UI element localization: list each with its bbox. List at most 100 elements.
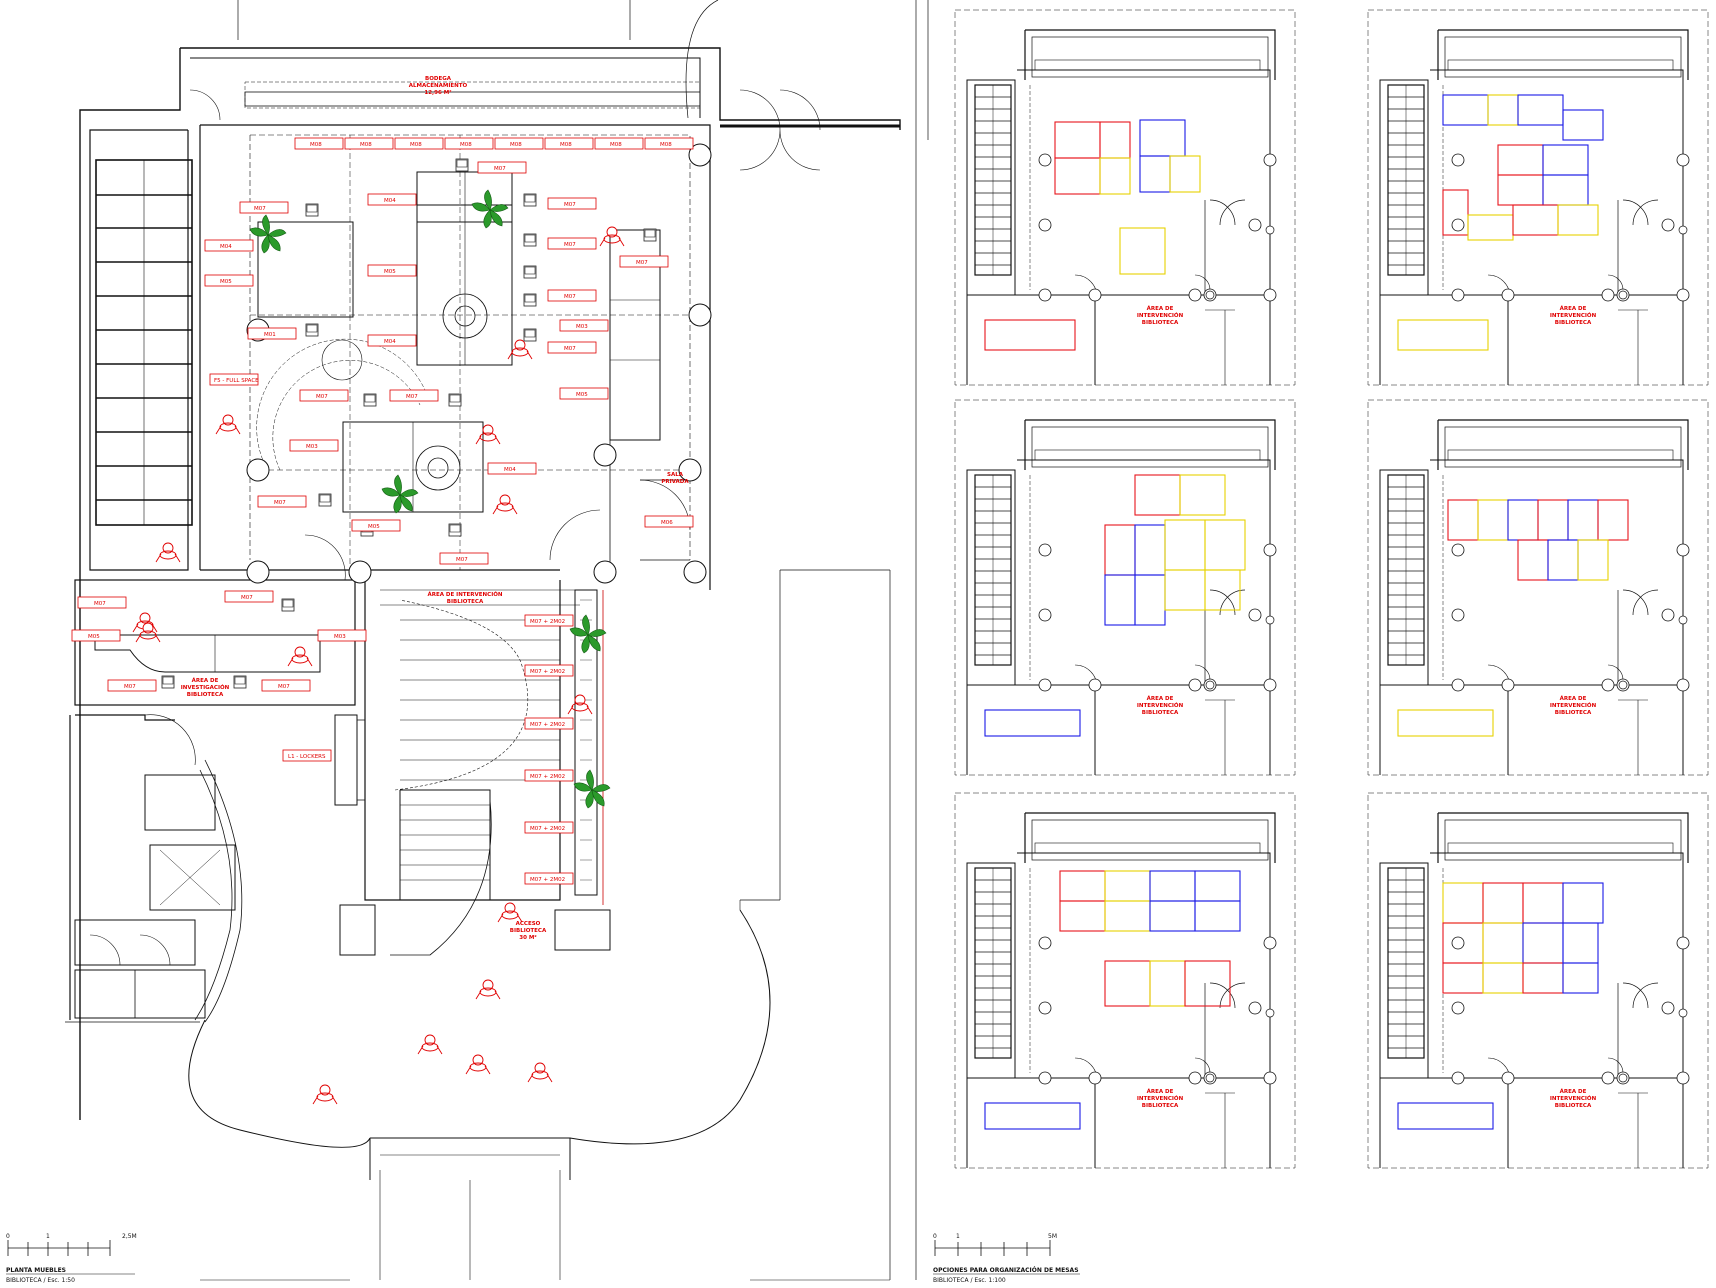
tag-m04-c: M04: [384, 339, 396, 345]
option-1-room-label-2: INTERVENCIÓN: [1137, 312, 1184, 319]
access-label-1: ACCESO: [516, 921, 541, 927]
tag-m08-5: M08: [510, 142, 522, 148]
tag-m05-c: M05: [576, 392, 588, 398]
tag-m04-d: M04: [504, 467, 516, 473]
tag-m07-l: M07: [94, 601, 106, 607]
tag-m03-b: M03: [306, 444, 318, 450]
tag-m08-2: M08: [360, 142, 372, 148]
option-6-room-label-1: ÁREA DE: [1560, 1088, 1587, 1095]
tag-m07-n: M07: [124, 684, 136, 690]
option-1-room-label-1: ÁREA DE: [1147, 305, 1174, 312]
right-caption: 0 1 5M OPCIONES PARA ORGANIZACIÓN DE MES…: [933, 1233, 1080, 1284]
tag-m08-3: M08: [410, 142, 422, 148]
tag-m08-4: M08: [460, 142, 472, 148]
right-caption-subtitle: BIBLIOTECA / Esc. 1:100: [933, 1277, 1006, 1284]
left-scale-end: 2,5M: [122, 1233, 137, 1240]
option-3-room-label-3: BIBLIOTECA: [1142, 710, 1179, 716]
left-caption-subtitle: BIBLIOTECA / Esc. 1:50: [6, 1277, 75, 1284]
tag-m07-2m02-b: M07 + 2M02: [530, 669, 565, 675]
room-labels: BODEGA ALMACENAMIENTO 12,96 M² ÁREA DE I…: [181, 76, 690, 941]
right-scale-mid: 1: [956, 1233, 960, 1240]
main-plan: [65, 0, 929, 1281]
storage-label-1: BODEGA: [425, 76, 452, 82]
tag-m07-2m02-e: M07 + 2M02: [530, 826, 565, 832]
tag-m07-a: M07: [254, 206, 266, 212]
left-scale-mid: 1: [46, 1233, 50, 1240]
tag-m07-2m02-f: M07 + 2M02: [530, 877, 565, 883]
private-room-label-1: SALA: [667, 472, 684, 478]
tag-m07-k: M07: [456, 557, 468, 563]
tag-m07-o: M07: [278, 684, 290, 690]
tag-m08-8: M08: [660, 142, 672, 148]
tag-m07-2m02-d: M07 + 2M02: [530, 774, 565, 780]
option-5-room-label-2: INTERVENCIÓN: [1137, 1095, 1184, 1102]
tag-m01-a: M01: [264, 332, 276, 338]
tag-lockers: L1 - LOCKERS: [288, 754, 326, 760]
tag-m03-a: M03: [576, 324, 588, 330]
option-4-room-label-3: BIBLIOTECA: [1555, 710, 1592, 716]
left-caption: 0 1 2,5M PLANTA MUEBLES BIBLIOTECA / Esc…: [6, 1233, 137, 1284]
tag-m07-j: M07: [274, 500, 286, 506]
tag-m07-f: M07: [564, 346, 576, 352]
option-5-room-label-1: ÁREA DE: [1147, 1088, 1174, 1095]
option-4-room-label-2: INTERVENCIÓN: [1550, 702, 1597, 709]
tag-m07-2m02-c: M07 + 2M02: [530, 722, 565, 728]
tag-m07-i: M07: [406, 394, 418, 400]
tag-m08-6: M08: [560, 142, 572, 148]
right-caption-title: OPCIONES PARA ORGANIZACIÓN DE MESAS: [933, 1267, 1079, 1274]
option-6-room-label-3: BIBLIOTECA: [1555, 1103, 1592, 1109]
tag-m04-b: M04: [384, 198, 396, 204]
option-1-room-label-3: BIBLIOTECA: [1142, 320, 1179, 326]
right-scale-end: 5M: [1048, 1233, 1057, 1240]
furniture-tags: M08 M08 M08 M08 M08 M08 M08 M08 M07 M04 …: [71, 137, 694, 885]
tag-m07-b: M07: [494, 166, 506, 172]
option-2-room-label-2: INTERVENCIÓN: [1550, 312, 1597, 319]
intervention-label-2: BIBLIOTECA: [447, 599, 484, 605]
tag-m07-c: M07: [564, 202, 576, 208]
tag-m07-m: M07: [241, 595, 253, 601]
research-label-2: INVESTIGACIÓN: [181, 684, 230, 691]
research-label-1: ÁREA DE: [192, 677, 219, 684]
tag-m03-c: M03: [334, 634, 346, 640]
tag-m05-a: M05: [220, 279, 232, 285]
option-4-room-label-1: ÁREA DE: [1560, 695, 1587, 702]
tag-m05-b: M05: [384, 269, 396, 275]
research-label-3: BIBLIOTECA: [187, 692, 224, 698]
tag-m04-a: M04: [220, 244, 232, 250]
access-label-3: 30 M²: [519, 934, 537, 941]
tag-m08-7: M08: [610, 142, 622, 148]
option-5-room-label-3: BIBLIOTECA: [1142, 1103, 1179, 1109]
option-2-room-label-1: ÁREA DE: [1560, 305, 1587, 312]
left-caption-title: PLANTA MUEBLES: [6, 1267, 66, 1274]
tag-m07-d: M07: [564, 242, 576, 248]
tag-m05-d: M05: [368, 524, 380, 530]
access-label-2: BIBLIOTECA: [510, 928, 547, 934]
private-room-label-2: PRIVADA: [661, 479, 689, 485]
left-scale-start: 0: [6, 1233, 10, 1240]
option-3-room-label-1: ÁREA DE: [1147, 695, 1174, 702]
storage-label-2: ALMACENAMIENTO: [409, 83, 468, 89]
tag-m05-e: M05: [88, 634, 100, 640]
tag-m07-g: M07: [636, 260, 648, 266]
option-2-room-label-3: BIBLIOTECA: [1555, 320, 1592, 326]
tag-m07-h: M07: [316, 394, 328, 400]
tag-m07-e: M07: [564, 294, 576, 300]
tag-m07-2m02-a: M07 + 2M02: [530, 619, 565, 625]
option-6-room-label-2: INTERVENCIÓN: [1550, 1095, 1597, 1102]
tag-m06-a: M06: [661, 520, 673, 526]
tag-full-space: F5 - FULL SPACE: [214, 378, 259, 384]
option-3-room-label-2: INTERVENCIÓN: [1137, 702, 1184, 709]
shelf-tag-row: M08 M08 M08 M08 M08 M08 M08 M08: [294, 137, 694, 150]
tag-m08-1: M08: [310, 142, 322, 148]
right-scale-start: 0: [933, 1233, 937, 1240]
intervention-label-1: ÁREA DE INTERVENCIÓN: [427, 591, 502, 598]
storage-label-3: 12,96 M²: [424, 89, 452, 96]
